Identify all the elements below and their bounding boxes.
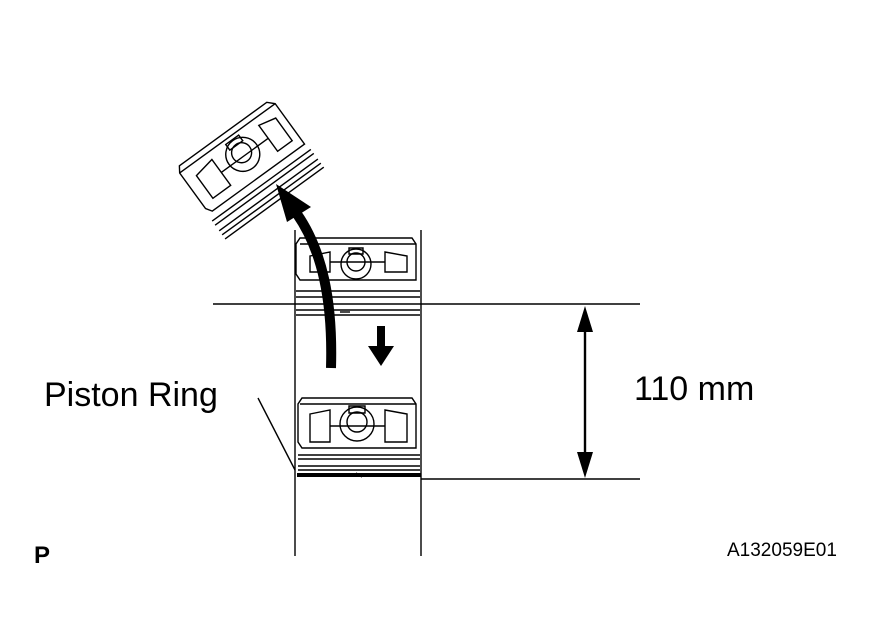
reference-lines: [213, 303, 640, 480]
piston-ring-leader: [257, 397, 296, 471]
cylinder-bore: [294, 230, 422, 556]
piston-lower: [297, 397, 421, 478]
view-code-label: P: [34, 542, 50, 569]
dimension-arrow: [577, 306, 593, 478]
piston-upper: [295, 237, 420, 316]
piston-tilted: [178, 101, 325, 240]
curved-arrow-icon: [276, 184, 337, 369]
down-arrow-icon: [368, 326, 394, 366]
piston-ring-label: Piston Ring: [44, 376, 218, 414]
figure-id-label: A132059E01: [727, 540, 837, 561]
dimension-label: 110 mm: [634, 370, 754, 408]
